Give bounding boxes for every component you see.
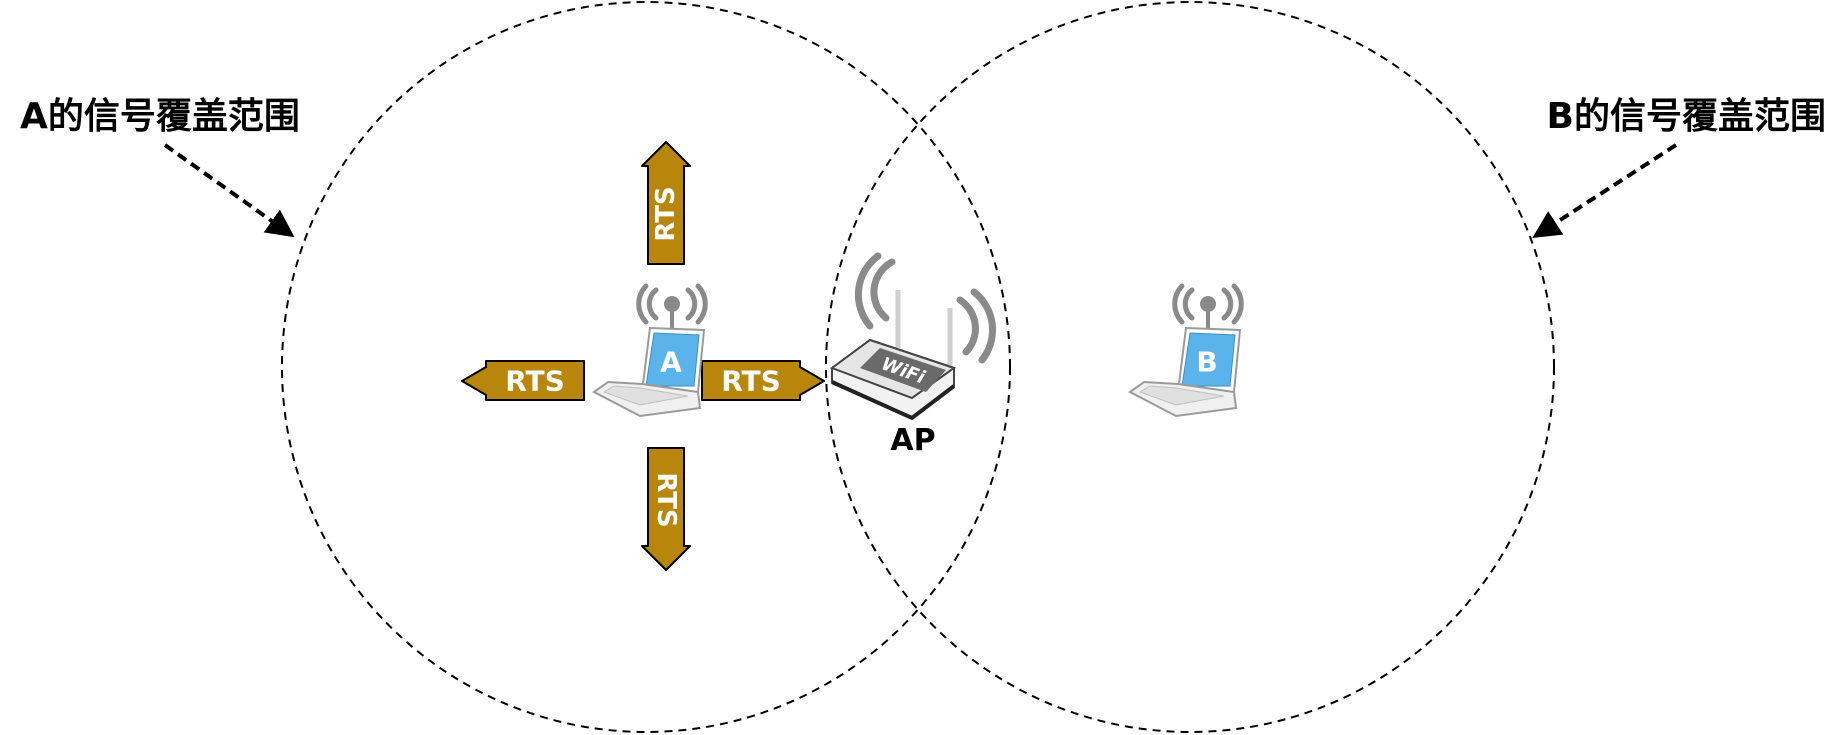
b-coverage-label: B的信号覆盖范围 bbox=[1547, 96, 1826, 137]
rts-arrow-right: RTS bbox=[701, 360, 825, 401]
a-coverage-pointer-arrow bbox=[163, 143, 295, 238]
a-coverage-label: A的信号覆盖范围 bbox=[20, 96, 300, 137]
rts-left-label: RTS bbox=[505, 365, 565, 398]
router-left-signal-icon bbox=[854, 252, 896, 330]
wireless-signal-icon bbox=[636, 283, 708, 325]
laptop-b-label: B bbox=[1196, 346, 1217, 379]
rts-arrow-down: RTS bbox=[641, 447, 691, 571]
rts-arrow-left: RTS bbox=[461, 360, 585, 401]
ap-label: AP bbox=[890, 423, 935, 458]
b-coverage-pointer-arrow bbox=[1532, 143, 1678, 239]
laptop-a-label: A bbox=[660, 346, 682, 379]
rts-arrow-up: RTS bbox=[641, 141, 691, 265]
laptop-a: A bbox=[592, 283, 708, 418]
b-coverage-circle bbox=[825, 1, 1555, 733]
laptop-b: B bbox=[1128, 283, 1244, 418]
a-coverage-circle bbox=[281, 1, 1011, 733]
rts-up-label: RTS bbox=[651, 186, 681, 241]
rts-down-label: RTS bbox=[651, 472, 681, 527]
access-point-router: WiFi AP bbox=[829, 252, 997, 458]
wireless-signal-icon bbox=[1172, 283, 1244, 325]
router-right-signal-icon bbox=[956, 288, 997, 364]
rts-right-label: RTS bbox=[721, 365, 781, 398]
